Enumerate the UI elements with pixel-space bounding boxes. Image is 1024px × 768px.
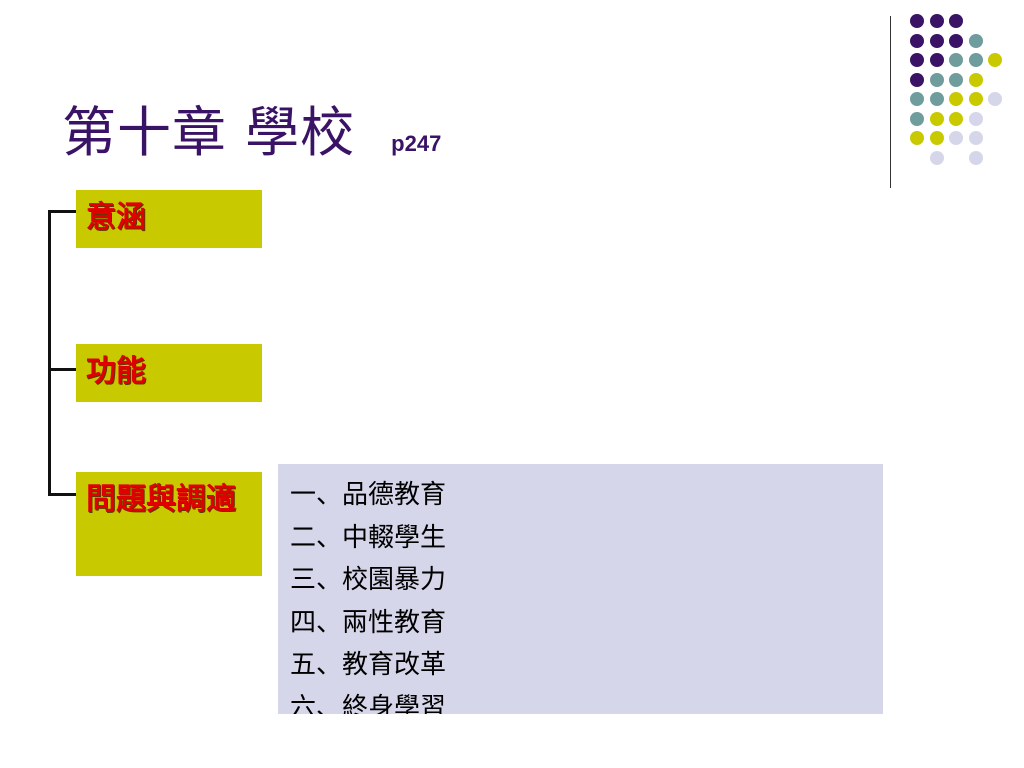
decorative-dot — [929, 33, 944, 48]
tree-branch-line — [48, 493, 76, 496]
decorative-dot — [949, 111, 963, 126]
decorative-dot — [968, 33, 983, 48]
decorative-dot — [929, 92, 944, 106]
tree-node-label: 問題與調適 — [86, 482, 236, 517]
list-item: 四、兩性教育 — [290, 607, 447, 638]
decorative-dot — [949, 14, 963, 28]
decorative-dot — [949, 92, 963, 106]
tree-node-function[interactable]: 功能 — [76, 344, 262, 402]
list-item: 五、教育改革 — [290, 650, 447, 680]
decorative-dot — [949, 131, 963, 145]
decorative-dot — [968, 150, 983, 165]
decorative-dot — [929, 72, 944, 87]
tree-trunk-line — [48, 210, 51, 496]
decorative-dot — [949, 53, 963, 67]
tree-node-label: 功能 — [86, 354, 146, 389]
tree-node-meaning[interactable]: 意涵 — [76, 190, 262, 248]
decorative-dot — [968, 72, 983, 87]
tree-node-label: 意涵 — [86, 200, 146, 235]
decorative-dot — [968, 111, 983, 126]
decorative-dot — [910, 92, 924, 106]
list-item: 三、校園暴力 — [290, 565, 447, 595]
tree-branch-line — [48, 368, 76, 371]
decorative-dot — [929, 14, 944, 28]
decorative-dot — [988, 53, 1002, 67]
list-item: 一、品德教育 — [290, 480, 447, 510]
slide-title: 第十章 學校 p247 — [62, 88, 442, 164]
vertical-divider — [890, 16, 891, 188]
decorative-dot — [910, 53, 924, 67]
tree-node-problems[interactable]: 問題與調適 — [76, 472, 262, 576]
decorative-dot — [968, 53, 983, 67]
decorative-dot — [910, 111, 924, 126]
decorative-dot — [929, 111, 944, 126]
topic-list: 一、品德教育 二、中輟學生 三、校園暴力 四、兩性教育 五、教育改革 六、終身學… — [278, 464, 883, 714]
decorative-dot — [910, 72, 924, 87]
decorative-dot — [968, 92, 983, 106]
decorative-dot — [929, 150, 944, 165]
decorative-dot — [968, 131, 983, 145]
decorative-dot — [910, 14, 924, 28]
decorative-dot — [910, 33, 924, 48]
decorative-dot — [949, 72, 963, 87]
title-text: 第十章 學校 — [62, 101, 356, 164]
decorative-dot — [929, 53, 944, 67]
tree-branch-line — [48, 210, 76, 213]
decorative-dot — [910, 131, 924, 145]
dot-grid-icon — [910, 14, 1010, 165]
page-reference: p247 — [391, 131, 442, 156]
decorative-dot — [949, 33, 963, 48]
decorative-dot — [929, 131, 944, 145]
list-item: 二、中輟學生 — [290, 522, 447, 553]
list-item: 六、終身學習 — [290, 692, 447, 715]
decorative-dot — [988, 92, 1002, 106]
